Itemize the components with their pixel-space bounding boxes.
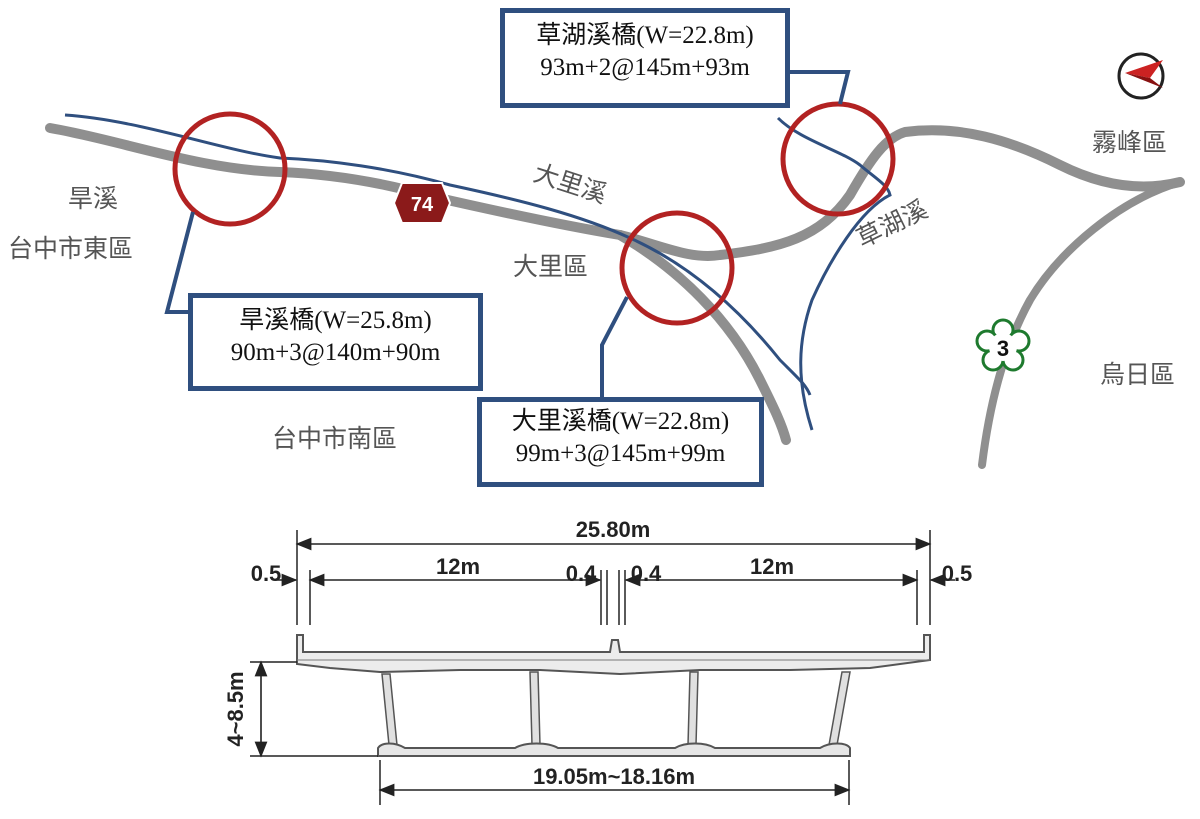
median-right-label: 0.4 xyxy=(631,561,662,586)
caohuxi-bridge-box: 草湖溪橋(W=22.8m) 93m+2@145m+93m xyxy=(500,8,790,108)
route-3-label: 3 xyxy=(997,336,1009,361)
hanxi-bridge-name: 旱溪橋(W=25.8m) xyxy=(239,307,432,334)
label-east-district: 台中市東區 xyxy=(8,234,133,263)
hanxi-bridge-box: 旱溪橋(W=25.8m) 90m+3@140m+90m xyxy=(188,293,483,391)
caohuxi-bridge-name: 草湖溪橋(W=22.8m) xyxy=(536,22,754,49)
branch-road xyxy=(615,230,791,445)
caohuxi-bridge-circle xyxy=(780,101,896,217)
label-wufeng-district: 霧峰區 xyxy=(1092,128,1167,157)
label-dali-district: 大里區 xyxy=(513,252,588,281)
label-dalixi-river: 大里溪 xyxy=(530,158,610,209)
dalixi-bridge-spans: 99m+3@145m+99m xyxy=(515,440,726,467)
edge-right-label: 0.5 xyxy=(942,561,973,586)
lane-right-label: 12m xyxy=(750,554,794,579)
hanxi-bridge-circle xyxy=(172,111,288,227)
hanxi-bridge-spans: 90m+3@140m+90m xyxy=(230,339,441,366)
total-width-label: 25.80m xyxy=(576,517,651,542)
route-3-road xyxy=(978,178,1184,469)
label-south-district: 台中市南區 xyxy=(272,424,397,453)
dalixi-bridge-name: 大里溪橋(W=22.8m) xyxy=(511,408,730,435)
label-hanxi-river: 旱溪 xyxy=(68,184,118,213)
median-left-label: 0.4 xyxy=(566,561,597,586)
bottom-width-label: 19.05m~18.16m xyxy=(533,764,695,789)
route-3-shield: 3 xyxy=(975,318,1031,372)
dalixi-bridge-box: 大里溪橋(W=22.8m) 99m+3@145m+99m xyxy=(477,397,764,487)
dalixi-bridge-circle xyxy=(619,210,735,326)
route-74-label: 74 xyxy=(411,194,434,216)
hanxi-river xyxy=(64,113,812,396)
caohuxi-bridge-spans: 93m+2@145m+93m xyxy=(540,54,750,81)
bridge-deck-section xyxy=(296,634,931,757)
caohuxi-leader-line xyxy=(790,70,851,105)
label-wuri-district: 烏日區 xyxy=(1100,360,1175,389)
dalixi-leader-line xyxy=(600,296,629,400)
edge-left-label: 0.5 xyxy=(251,561,282,586)
route-74-road xyxy=(45,123,1185,261)
caohuxi-river xyxy=(776,116,892,431)
depth-label: 4~8.5m xyxy=(223,671,248,746)
route-74-shield: 74 xyxy=(392,182,452,224)
hanxi-leader-line xyxy=(164,211,195,314)
compass-icon xyxy=(1117,52,1165,100)
label-caohuxi-river: 草湖溪 xyxy=(852,194,932,253)
dimension-ticks xyxy=(296,530,931,625)
lane-left-label: 12m xyxy=(436,554,480,579)
